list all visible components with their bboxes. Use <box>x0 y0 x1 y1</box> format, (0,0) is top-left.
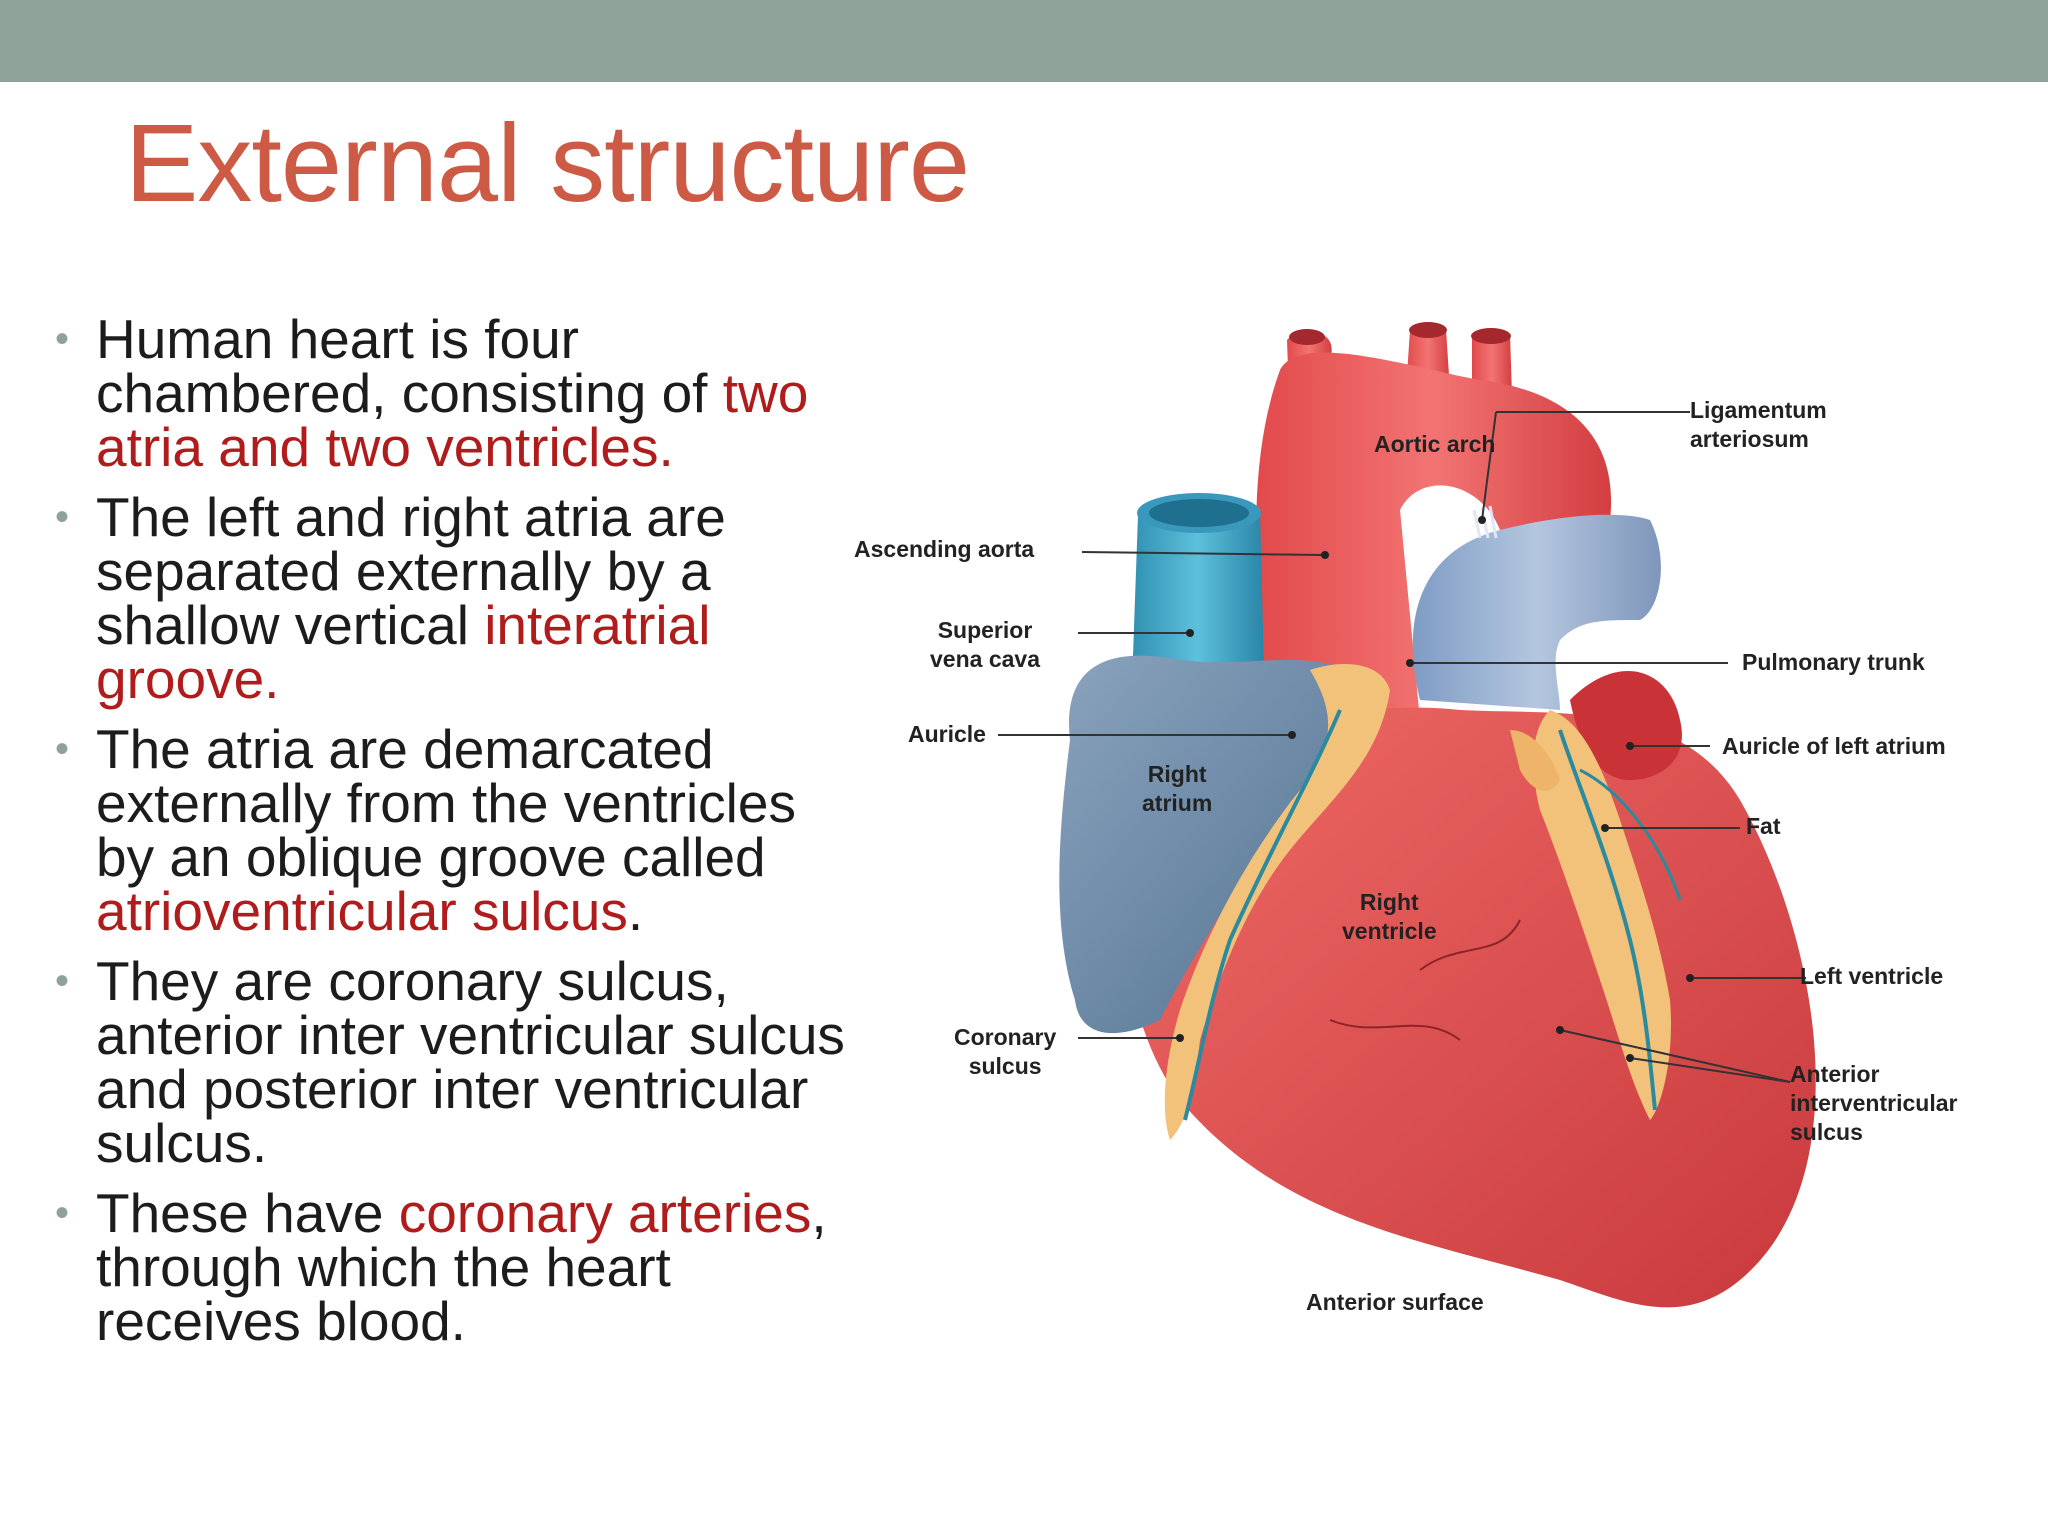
heart-illustration <box>998 322 1816 1308</box>
bullet-text: , through which the heart receives blood… <box>96 1182 827 1352</box>
heart-diagram: Ascending aorta Superior vena cava Auric… <box>854 320 1980 1340</box>
label-fat: Fat <box>1746 813 1781 839</box>
vessel-opening <box>1289 329 1325 345</box>
bullet-text: They are coronary sulcus, anterior inter… <box>96 950 845 1174</box>
bullet-text: The left and right atria are separated e… <box>96 486 726 656</box>
label-ascending-aorta: Ascending aorta <box>854 536 1035 562</box>
bullet-highlight: two atria and two ventricles. <box>96 362 809 478</box>
label-ligamentum-arteriosum: Ligamentum arteriosum <box>1690 397 1827 452</box>
bullet-item: •The left and right atria are separated … <box>50 490 850 707</box>
bullet-text: These have <box>96 1182 399 1244</box>
left-auricle-shape <box>1570 671 1682 780</box>
label-coronary-sulcus: Coronary sulcus <box>954 1024 1057 1079</box>
fat-coronary-groove <box>1164 664 1390 1140</box>
bullet-highlight: interatrial groove. <box>96 594 711 710</box>
label-aortic-arch: Aortic arch <box>1374 431 1496 457</box>
label-superior-vena-cava: Superior vena cava <box>930 617 1040 672</box>
bullet-dot-icon: • <box>55 959 70 1003</box>
label-auricle: Auricle <box>908 721 986 747</box>
label-anterior-interventricular-sulcus: Anterior interventricular sulcus <box>1790 1061 1958 1145</box>
slide-title: External structure <box>125 102 970 225</box>
bullet-item: •They are coronary sulcus, anterior inte… <box>50 954 850 1171</box>
bullet-list: •Human heart is four chambered, consisti… <box>50 312 850 1364</box>
anterior-interventricular-artery <box>1558 729 1657 1111</box>
bullet-dot-icon: • <box>55 727 70 771</box>
bullet-dot-icon: • <box>55 1191 70 1235</box>
leader-lines <box>998 411 1806 1083</box>
label-auricle-left-atrium: Auricle of left atrium <box>1722 733 1946 759</box>
bullet-dot-icon: • <box>55 495 70 539</box>
label-pulmonary-trunk: Pulmonary trunk <box>1742 649 1925 675</box>
vessel-opening <box>1409 322 1447 338</box>
bullet-text: . <box>627 880 644 942</box>
bullet-dot-icon: • <box>55 317 70 361</box>
bullet-item: •These have coronary arteries, through w… <box>50 1186 850 1349</box>
label-left-ventricle: Left ventricle <box>1800 963 1944 989</box>
right-coronary-artery <box>1183 709 1342 1121</box>
leader-dots <box>1176 516 1694 1062</box>
pulmonary-trunk-shape <box>1412 514 1661 710</box>
bullet-text: Human heart is four chambered, consistin… <box>96 308 723 424</box>
top-bar <box>0 0 2048 82</box>
aorta-shape <box>1256 352 1612 740</box>
bullet-item: •Human heart is four chambered, consisti… <box>50 312 850 475</box>
bullet-item: •The atria are demarcated externally fro… <box>50 722 850 939</box>
ventricles-shape <box>1120 707 1816 1308</box>
right-atrium-shape <box>1059 655 1380 1034</box>
bullet-highlight: coronary arteries <box>398 1182 812 1244</box>
bullet-text: The atria are demarcated externally from… <box>96 718 796 888</box>
fat-interventricular-groove <box>1533 710 1671 1120</box>
vessel-opening <box>1471 328 1511 344</box>
label-right-ventricle: Right ventricle <box>1342 889 1437 944</box>
bullet-highlight: atrioventricular sulcus <box>96 880 628 942</box>
figure-caption: Anterior surface <box>1306 1289 1484 1315</box>
label-right-atrium: Right atrium <box>1142 761 1213 816</box>
